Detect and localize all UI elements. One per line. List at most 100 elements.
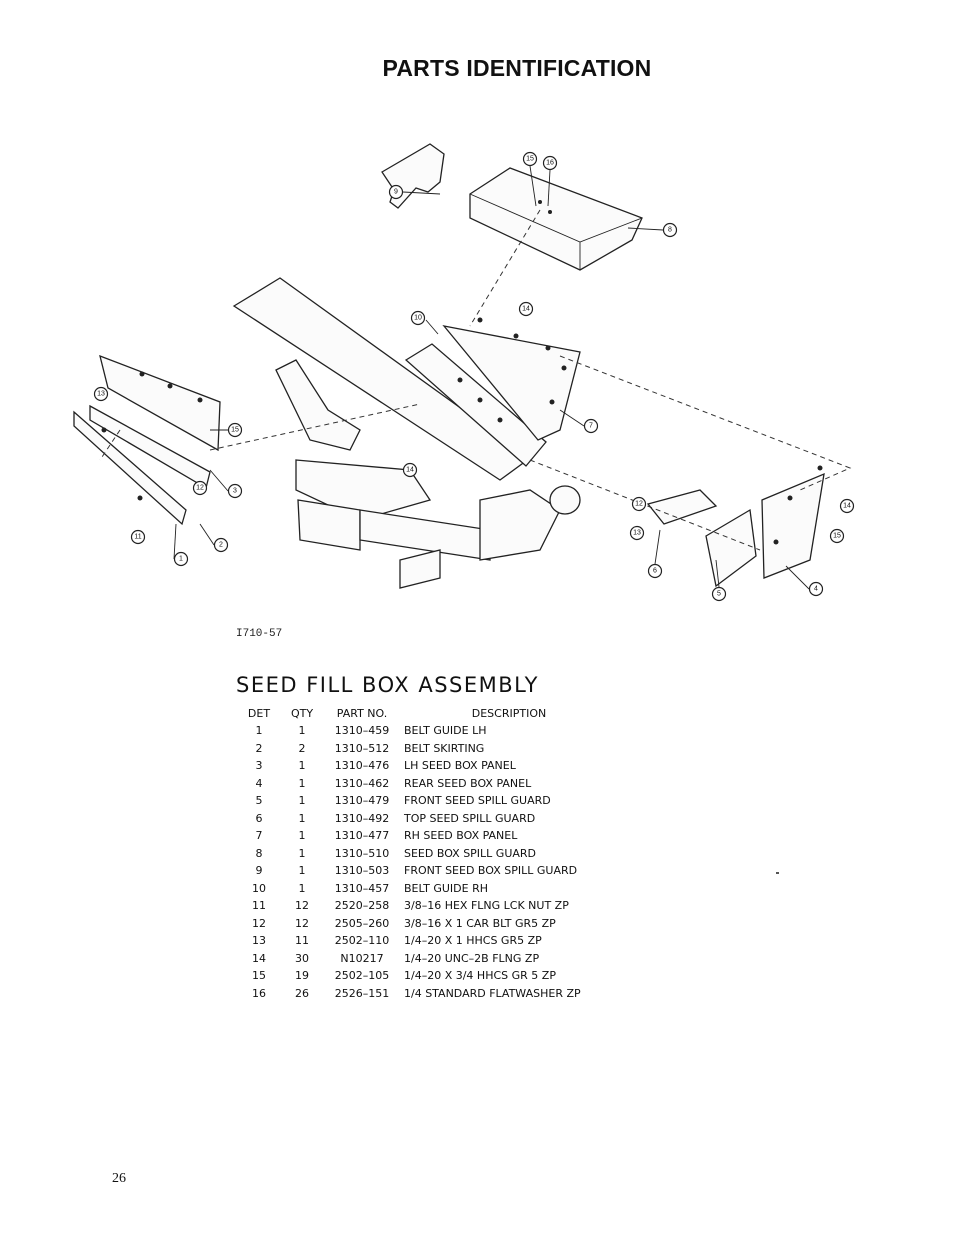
cell-det: 9 (255, 864, 263, 878)
callout-15-right: 15 (829, 528, 845, 544)
page-number: 26 (112, 1171, 126, 1186)
cell-description: SEED BOX SPILL GUARD (404, 846, 537, 860)
cell-part-no: 2526–151 (334, 986, 390, 1000)
svg-text:16: 16 (546, 160, 554, 167)
cell-qty: 1 (298, 881, 306, 895)
cell-part-no: 1310–476 (334, 759, 390, 773)
callout-14-left: 14 (402, 462, 418, 478)
scan-speck (776, 872, 779, 874)
cell-det: 8 (255, 846, 263, 860)
svg-text:2: 2 (219, 542, 223, 549)
cell-part-no: 1310–503 (334, 864, 390, 878)
cell-det: 14 (252, 951, 266, 965)
column-header-description: DESCRIPTION (471, 706, 547, 720)
cell-part-no: 1310–479 (334, 794, 390, 808)
column-header-qty: QTY (290, 706, 314, 720)
cell-det: 6 (255, 811, 263, 825)
callout-3: 3 (227, 483, 243, 499)
cell-description: LH SEED BOX PANEL (404, 759, 516, 773)
cell-part-no: 1310–459 (334, 724, 390, 738)
right-panels-group (646, 472, 825, 588)
callout-15: 15 (227, 422, 243, 438)
cell-description: 3/8–16 X 1 CAR BLT GR5 ZP (404, 916, 556, 930)
fastener-holes (101, 200, 823, 545)
front-seed-box-spill-guard-part (381, 143, 445, 209)
cell-description: RH SEED BOX PANEL (404, 829, 518, 843)
cell-det: 3 (255, 759, 263, 773)
cell-part-no: 2505–260 (334, 916, 390, 930)
cell-det: 11 (252, 899, 266, 913)
cell-description: 3/8–16 HEX FLNG LCK NUT ZP (404, 899, 569, 913)
callout-15-top: 15 (522, 151, 538, 167)
cell-det: 2 (255, 741, 263, 755)
column-header-det: DET (247, 706, 271, 720)
column-header-part-no: PART NO. (336, 706, 388, 720)
drawing-number: I710-57 (236, 628, 283, 640)
cell-det: 10 (252, 881, 266, 895)
table-header-row: DET QTY PART NO. DESCRIPTION (240, 704, 614, 722)
svg-text:1: 1 (179, 556, 183, 563)
rh-seed-box-panel-part (442, 325, 581, 441)
cell-part-no: 1310–510 (334, 846, 390, 860)
cell-part-no: 2502–105 (334, 969, 390, 983)
lh-panels-group (73, 354, 221, 526)
cell-description: 1/4 STANDARD FLATWASHER ZP (404, 986, 581, 1000)
svg-text:8: 8 (668, 227, 672, 234)
callout-13: 13 (93, 386, 109, 402)
cell-description: BELT SKIRTING (404, 741, 485, 755)
cell-description: 1/4–20 UNC–2B FLNG ZP (404, 951, 540, 965)
cell-det: 16 (252, 986, 266, 1000)
cell-det: 12 (252, 916, 266, 930)
cell-part-no: 1310–477 (334, 829, 390, 843)
exploded-assembly-diagram: 1 2 3 4 5 6 7 8 9 10 11 12 13 14 15 16 1… (60, 130, 880, 610)
belt-guide-rh-part (404, 343, 547, 467)
cell-qty: 30 (295, 951, 309, 965)
cell-part-no: 1310–492 (334, 811, 390, 825)
cell-qty: 11 (295, 934, 309, 948)
center-chute-frame (232, 277, 581, 589)
callout-5: 5 (711, 586, 727, 602)
cell-description: 1/4–20 X 1 HHCS GR5 ZP (404, 934, 542, 948)
callout-14: 14 (518, 301, 534, 317)
cell-part-no: 1310–462 (334, 776, 390, 790)
cell-det: 4 (255, 776, 263, 790)
svg-text:14: 14 (406, 467, 414, 474)
assembly-title: SEED FILL BOX ASSEMBLY (236, 673, 539, 697)
cell-qty: 2 (298, 741, 306, 755)
cell-det: 13 (252, 934, 266, 948)
svg-text:12: 12 (635, 501, 643, 508)
svg-text:11: 11 (134, 534, 141, 541)
page-title: PARTS IDENTIFICATION (382, 55, 652, 81)
callout-16: 16 (542, 155, 558, 171)
table-row: 14 30 N10217 1/4–20 UNC–2B FLNG ZP (240, 950, 614, 968)
callout-13-right: 13 (629, 525, 645, 541)
callout-1: 1 (173, 551, 189, 567)
callout-12: 12 (192, 480, 208, 496)
svg-text:9: 9 (394, 189, 398, 196)
callout-7: 7 (583, 418, 599, 434)
cell-qty: 26 (295, 986, 309, 1000)
callout-8: 8 (662, 222, 678, 238)
cell-part-no: N10217 (340, 951, 384, 965)
cell-description: FRONT SEED SPILL GUARD (404, 794, 551, 808)
svg-text:14: 14 (843, 503, 851, 510)
cell-part-no: 1310–512 (334, 741, 390, 755)
callout-6: 6 (647, 563, 663, 579)
cell-det: 5 (255, 794, 263, 808)
svg-text:13: 13 (633, 530, 641, 537)
svg-text:13: 13 (97, 391, 105, 398)
table-row: 16 26 2526–151 1/4 STANDARD FLATWASHER ZP (240, 985, 614, 1003)
svg-text:7: 7 (589, 423, 593, 430)
cell-description: BELT GUIDE LH (404, 724, 487, 738)
cell-qty: 12 (295, 899, 309, 913)
